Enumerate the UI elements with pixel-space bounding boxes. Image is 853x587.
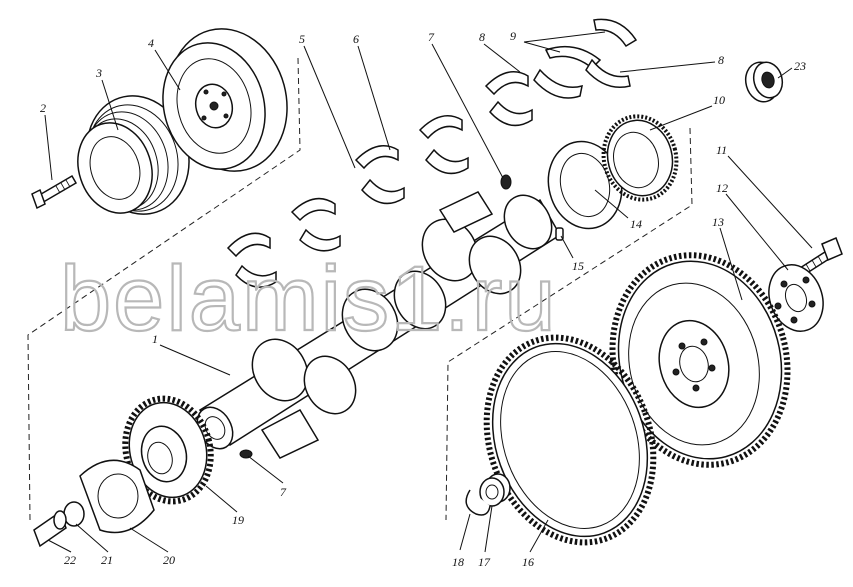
callout-16: 16 (522, 555, 534, 569)
con-rod-bearing-shells (354, 71, 533, 205)
callout-7-bottom: 7 (280, 485, 287, 499)
pilot-bearing (744, 61, 784, 103)
assembly-dashed-lines (27, 57, 693, 521)
thrust-washer (63, 501, 85, 527)
woodruff-key-upper (500, 174, 512, 190)
callout-14: 14 (630, 217, 642, 231)
thrust-half-rings (533, 18, 638, 99)
callout-9: 9 (510, 29, 516, 43)
crankshaft-pulley (77, 95, 190, 215)
flywheel-ring-gear (483, 334, 657, 546)
callout-2: 2 (40, 101, 46, 115)
leader-lines (44, 31, 813, 553)
callout-3: 3 (95, 66, 102, 80)
callout-11: 11 (716, 143, 727, 157)
callout-18: 18 (452, 555, 464, 569)
callout-10: 10 (713, 93, 725, 107)
retaining-ring (465, 489, 491, 516)
pulley-bolt (31, 174, 78, 210)
callout-22: 22 (64, 553, 76, 567)
callout-6: 6 (353, 32, 359, 46)
callout-23: 23 (794, 59, 806, 73)
crankshaft-rear-gear (601, 114, 679, 202)
callout-5: 5 (299, 32, 305, 46)
callout-7-top: 7 (428, 30, 435, 44)
spacer-bushing (479, 473, 511, 507)
callout-20: 20 (163, 553, 175, 567)
callout-19: 19 (232, 513, 244, 527)
oil-deflector (79, 459, 155, 534)
crankshaft-timing-gear (122, 395, 214, 505)
woodruff-key-lower (239, 449, 253, 459)
callout-17: 17 (478, 555, 491, 569)
callout-8-right: 8 (718, 53, 724, 67)
watermark-text: belamis1.ru (60, 248, 558, 350)
main-bearing-shells (226, 197, 341, 288)
callout-21: 21 (101, 553, 113, 567)
callout-8-left: 8 (479, 30, 485, 44)
callout-13: 13 (712, 215, 724, 229)
callout-1: 1 (152, 332, 158, 346)
torsional-damper (162, 28, 288, 172)
crankshaft (196, 191, 562, 459)
starter-ratchet (33, 510, 67, 548)
callout-4: 4 (148, 36, 154, 50)
callout-15: 15 (572, 259, 584, 273)
callout-12: 12 (716, 181, 728, 195)
flywheel-bolt-washer (768, 264, 824, 332)
